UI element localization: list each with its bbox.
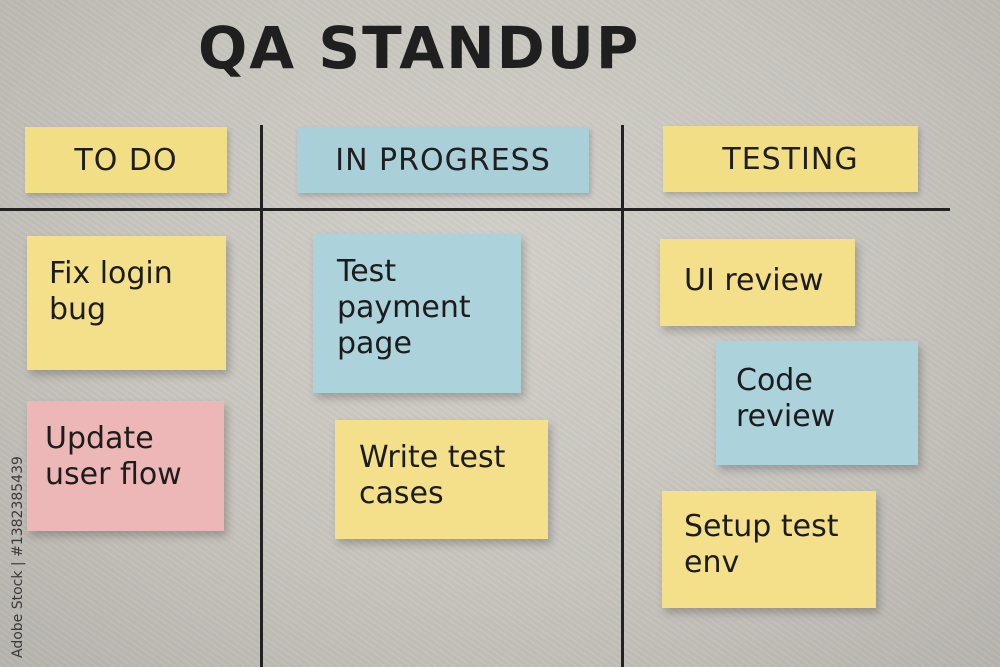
board-title: QA STANDUP	[198, 14, 641, 82]
sticky-note-code-review: Code review	[716, 341, 918, 465]
column-header-in-progress: IN PROGRESS	[297, 127, 589, 193]
sticky-note-fix-login-bug: Fix login bug	[27, 236, 226, 370]
sticky-note-ui-review: UI review	[660, 239, 855, 326]
header-divider-line	[0, 208, 950, 211]
sticky-note-write-test-cases: Write test cases	[335, 420, 548, 539]
column-divider-line	[260, 125, 263, 667]
column-header-to-do: TO DO	[25, 127, 227, 193]
stock-watermark: Adobe Stock | #1382385439	[10, 456, 26, 658]
sticky-note-update-user-flow: Update user flow	[27, 401, 224, 531]
column-header-testing: TESTING	[663, 126, 918, 192]
sticky-note-setup-test-env: Setup test env	[662, 491, 876, 608]
sticky-note-test-payment-page: Test payment page	[313, 234, 521, 393]
column-divider-line	[621, 125, 624, 667]
